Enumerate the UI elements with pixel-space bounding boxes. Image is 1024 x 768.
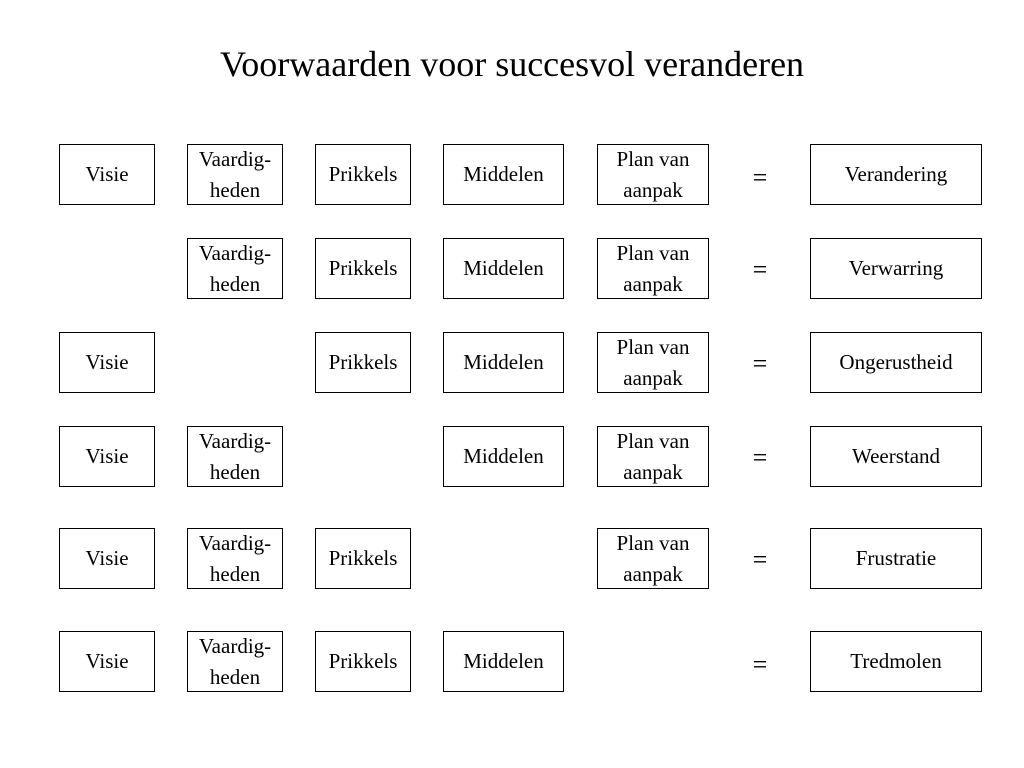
outcome-box: Frustratie bbox=[810, 528, 982, 589]
box-visie: Visie bbox=[59, 332, 155, 393]
box-middelen: Middelen bbox=[443, 332, 564, 393]
box-visie: Visie bbox=[59, 631, 155, 692]
outcome-box: Weerstand bbox=[810, 426, 982, 487]
box-prikkels: Prikkels bbox=[315, 528, 411, 589]
outcome-box: Ongerustheid bbox=[810, 332, 982, 393]
outcome-box: Verandering bbox=[810, 144, 982, 205]
box-plan-van-aanpak: Plan van aanpak bbox=[597, 238, 709, 299]
box-middelen: Middelen bbox=[443, 144, 564, 205]
equals-sign: = bbox=[752, 163, 768, 192]
box-plan-van-aanpak: Plan van aanpak bbox=[597, 144, 709, 205]
box-vaardigheden: Vaardig- heden bbox=[187, 631, 283, 692]
box-visie: Visie bbox=[59, 144, 155, 205]
box-vaardigheden: Vaardig- heden bbox=[187, 238, 283, 299]
equals-sign: = bbox=[752, 443, 768, 472]
box-visie: Visie bbox=[59, 528, 155, 589]
box-prikkels: Prikkels bbox=[315, 631, 411, 692]
box-plan-van-aanpak: Plan van aanpak bbox=[597, 426, 709, 487]
box-visie: Visie bbox=[59, 426, 155, 487]
box-vaardigheden: Vaardig- heden bbox=[187, 144, 283, 205]
equals-sign: = bbox=[752, 545, 768, 574]
equals-sign: = bbox=[752, 255, 768, 284]
box-prikkels: Prikkels bbox=[315, 238, 411, 299]
box-vaardigheden: Vaardig- heden bbox=[187, 426, 283, 487]
box-middelen: Middelen bbox=[443, 238, 564, 299]
box-prikkels: Prikkels bbox=[315, 144, 411, 205]
box-vaardigheden: Vaardig- heden bbox=[187, 528, 283, 589]
box-prikkels: Prikkels bbox=[315, 332, 411, 393]
outcome-box: Verwarring bbox=[810, 238, 982, 299]
outcome-box: Tredmolen bbox=[810, 631, 982, 692]
diagram-title: Voorwaarden voor succesvol veranderen bbox=[219, 44, 805, 84]
equals-sign: = bbox=[752, 349, 768, 378]
box-plan-van-aanpak: Plan van aanpak bbox=[597, 528, 709, 589]
equals-sign: = bbox=[752, 650, 768, 679]
box-middelen: Middelen bbox=[443, 631, 564, 692]
box-middelen: Middelen bbox=[443, 426, 564, 487]
box-plan-van-aanpak: Plan van aanpak bbox=[597, 332, 709, 393]
